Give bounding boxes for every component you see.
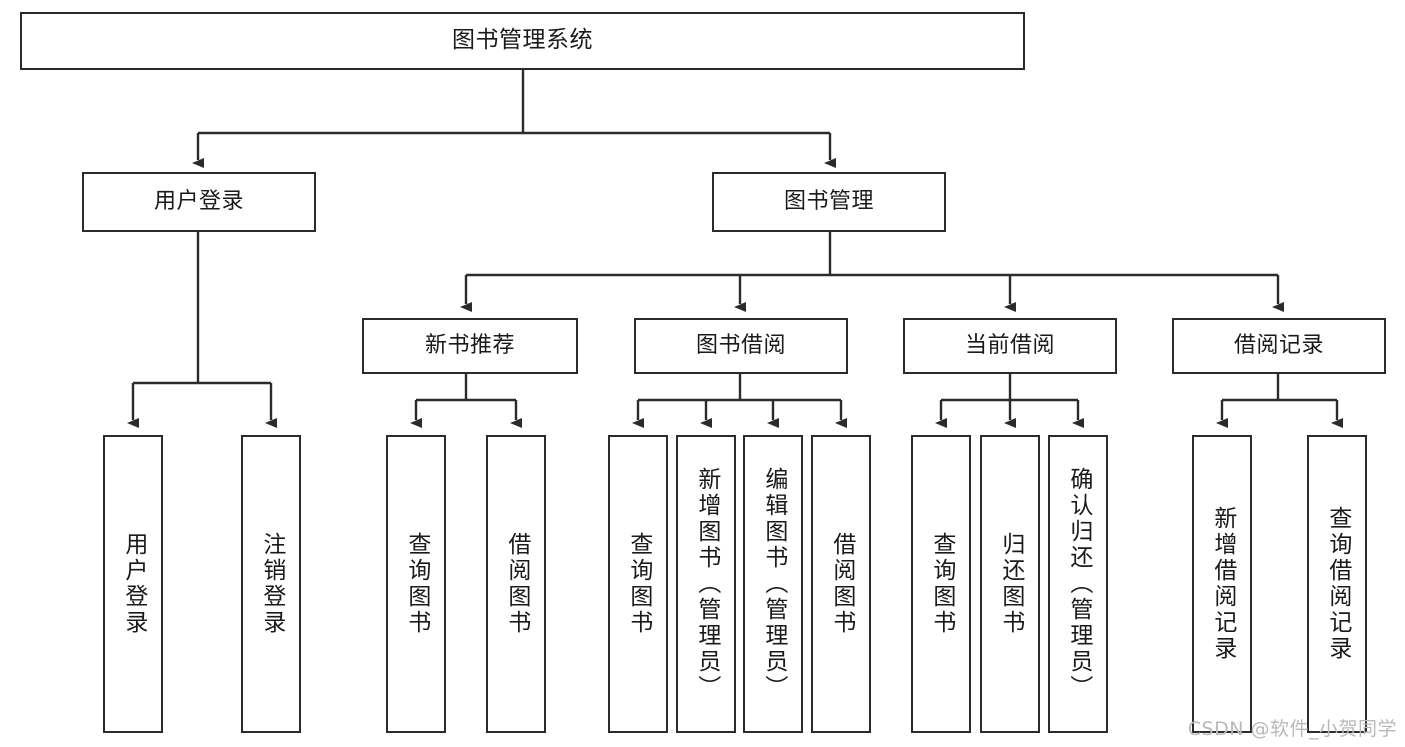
node-label: 借阅记录 <box>1233 333 1324 359</box>
node-label: 编辑图书（管理员） <box>760 467 787 701</box>
node-label: 归还图书 <box>997 532 1024 636</box>
node-leaf-confirm-return-admin[interactable]: 确认归还（管理员） <box>1048 435 1108 733</box>
node-leaf-edit-book-admin[interactable]: 编辑图书（管理员） <box>743 435 803 733</box>
node-leaf-query-book-current[interactable]: 查询图书 <box>911 435 971 733</box>
node-label: 用户登录 <box>120 532 147 636</box>
node-leaf-add-borrow-record[interactable]: 新增借阅记录 <box>1192 435 1252 733</box>
node-label: 当前借阅 <box>964 333 1055 359</box>
node-label: 查询图书 <box>928 532 955 636</box>
node-leaf-user-login[interactable]: 用户登录 <box>103 435 163 733</box>
node-label: 新增借阅记录 <box>1209 506 1236 662</box>
node-leaf-query-borrow-record[interactable]: 查询借阅记录 <box>1307 435 1367 733</box>
watermark: CSDN @软件_小贺同学 <box>1187 718 1397 740</box>
node-leaf-user-logout[interactable]: 注销登录 <box>241 435 301 733</box>
node-leaf-add-book-admin[interactable]: 新增图书（管理员） <box>676 435 736 733</box>
node-label: 借阅图书 <box>828 532 855 636</box>
node-label: 图书借阅 <box>695 333 786 359</box>
node-book-management[interactable]: 图书管理 <box>712 172 946 232</box>
node-leaf-query-book-recommend[interactable]: 查询图书 <box>386 435 446 733</box>
node-new-book-recommend[interactable]: 新书推荐 <box>362 318 578 374</box>
node-leaf-query-book-borrow[interactable]: 查询图书 <box>608 435 668 733</box>
node-label: 注销登录 <box>258 532 285 636</box>
node-label: 图书管理 <box>783 189 874 215</box>
node-label: 新增图书（管理员） <box>693 467 720 701</box>
node-label: 图书管理系统 <box>452 27 593 54</box>
node-leaf-return-book[interactable]: 归还图书 <box>980 435 1040 733</box>
node-user-login[interactable]: 用户登录 <box>82 172 316 232</box>
node-borrow-record[interactable]: 借阅记录 <box>1172 318 1386 374</box>
node-book-borrow[interactable]: 图书借阅 <box>634 318 848 374</box>
node-label: 用户登录 <box>153 189 244 215</box>
node-label: 借阅图书 <box>503 532 530 636</box>
node-label: 查询图书 <box>625 532 652 636</box>
node-leaf-borrow-book[interactable]: 借阅图书 <box>811 435 871 733</box>
node-label: 确认归还（管理员） <box>1065 467 1092 701</box>
node-label: 查询借阅记录 <box>1324 506 1351 662</box>
node-root-book-management-system[interactable]: 图书管理系统 <box>20 12 1025 70</box>
node-current-borrow[interactable]: 当前借阅 <box>903 318 1117 374</box>
node-leaf-borrow-book-recommend[interactable]: 借阅图书 <box>486 435 546 733</box>
node-label: 查询图书 <box>403 532 430 636</box>
node-label: 新书推荐 <box>424 333 515 359</box>
